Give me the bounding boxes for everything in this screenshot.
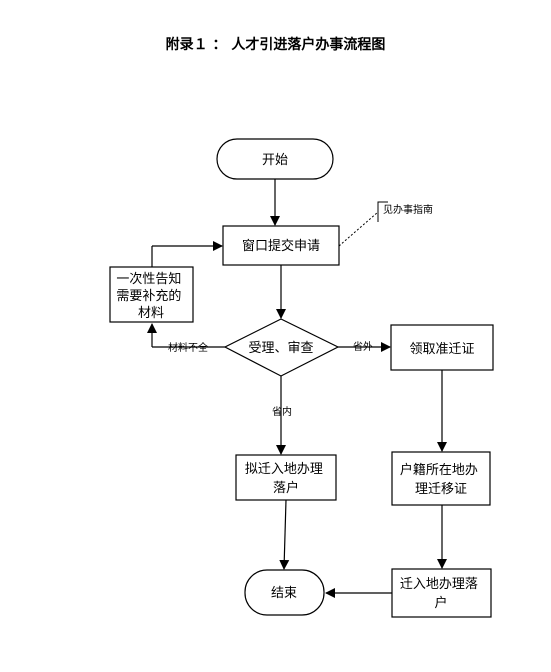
end-node bbox=[244, 569, 325, 616]
page-title: 附录１ ： 人才引进落户办事流程图 bbox=[165, 37, 386, 53]
move-label-line-2: 户 bbox=[434, 595, 447, 611]
migrate-label: 户籍所在地办 理迁移证 bbox=[400, 462, 482, 497]
move-label: 迁入地办理落 户 bbox=[400, 577, 482, 611]
review-label: 受理、审查 bbox=[248, 341, 313, 356]
move-node bbox=[391, 568, 492, 618]
guide-note-bracket bbox=[377, 201, 388, 222]
migrate-label-line-2: 理迁移证 bbox=[415, 482, 467, 497]
notice-label-line-3: 材料 bbox=[138, 306, 164, 321]
move-label-line-1: 迁入地办理落 bbox=[400, 577, 478, 592]
notice-label-line-2: 需要补充的 bbox=[116, 288, 181, 304]
start-label: 开始 bbox=[262, 153, 288, 168]
guide-note-label: 见办事指南 bbox=[383, 203, 433, 216]
notice-node bbox=[109, 266, 194, 323]
get-permit-node bbox=[390, 324, 494, 371]
notice-label-line-1: 一次性告知 bbox=[116, 271, 181, 287]
get-permit-label: 领取准迁证 bbox=[409, 342, 474, 357]
guide-note-connector bbox=[338, 211, 379, 247]
settle-label-line-1: 拟迁入地办理 bbox=[245, 462, 323, 477]
notice-label: 一次性告知 需要补充的 材料 bbox=[116, 271, 185, 321]
edge-label-in-province: 省内 bbox=[272, 405, 292, 418]
edge-label-incomplete: 材料不全 bbox=[168, 341, 208, 354]
settle-label-line-2: 落户 bbox=[273, 480, 299, 496]
end-label: 结束 bbox=[271, 586, 297, 601]
migrate-node bbox=[391, 451, 491, 506]
settle-label: 拟迁入地办理 落户 bbox=[245, 462, 327, 496]
edge-label-out-province: 省外 bbox=[353, 340, 373, 353]
edge-settle-to-end bbox=[279, 499, 290, 570]
settle-node bbox=[235, 454, 337, 501]
window-apply-node bbox=[222, 225, 340, 266]
migrate-label-line-1: 户籍所在地办 bbox=[400, 462, 478, 478]
window-apply-label: 窗口提交申请 bbox=[242, 238, 320, 254]
